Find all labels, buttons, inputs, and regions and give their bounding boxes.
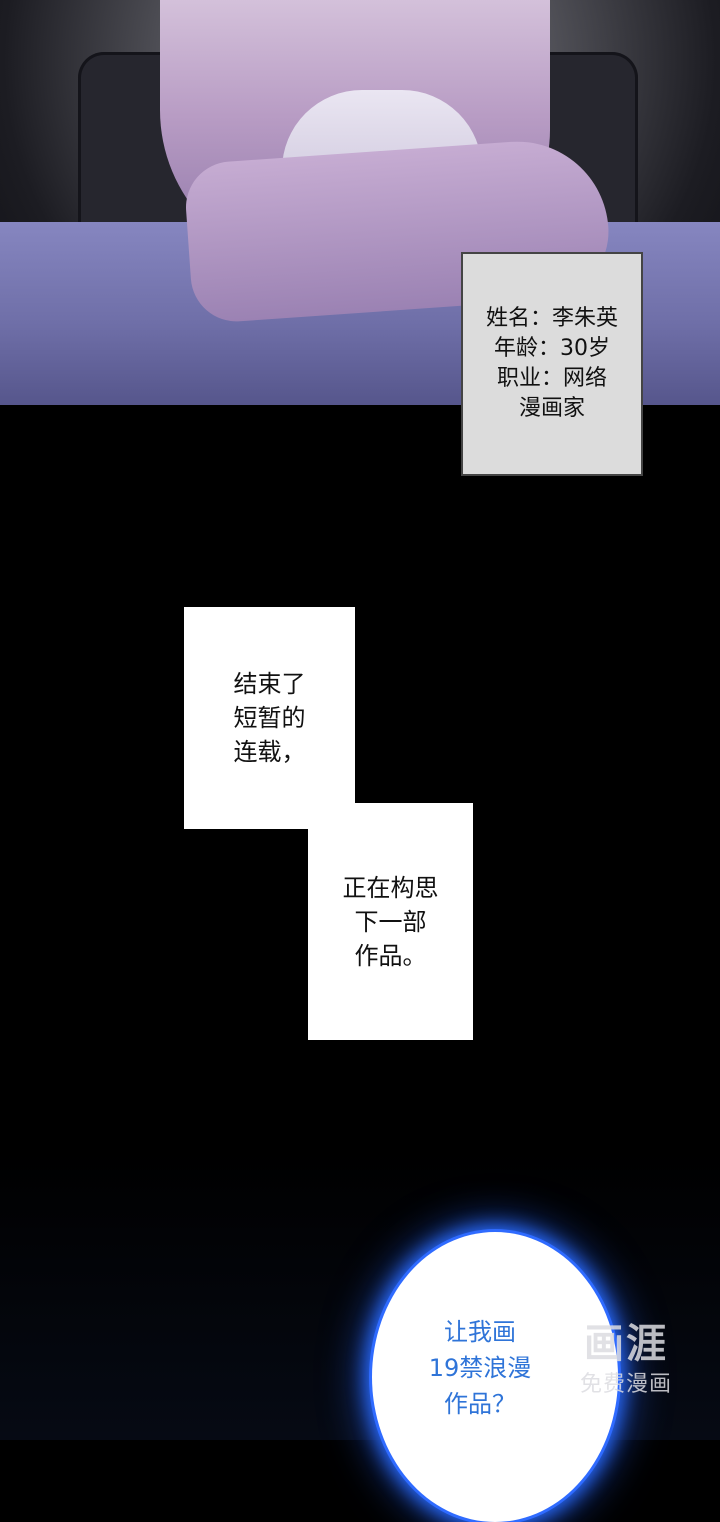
speech-line: 作品？ bbox=[443, 1390, 516, 1418]
info-line: 漫画家 bbox=[518, 396, 585, 421]
narration-line: 短暂的 bbox=[233, 704, 306, 732]
character-info-box: 姓名：李朱英 年龄：30岁 职业：网络 漫画家 bbox=[461, 252, 643, 476]
narration-line: 正在构思 bbox=[342, 873, 439, 902]
speech-line: 19禁浪漫 bbox=[428, 1354, 532, 1382]
narration-line: 作品。 bbox=[354, 941, 427, 970]
watermark-logo: 画涯 免费漫画 bbox=[566, 1318, 686, 1418]
watermark-title: 画涯 bbox=[584, 1321, 668, 1367]
narration-line: 下一部 bbox=[354, 907, 427, 936]
narration-box-2: 正在构思 下一部 作品。 bbox=[308, 803, 473, 1040]
speech-line: 让我画 bbox=[443, 1318, 516, 1346]
narration-box-1: 结束了 短暂的 连载， bbox=[184, 607, 355, 829]
narration-line: 结束了 bbox=[233, 670, 306, 698]
office-panel bbox=[0, 0, 720, 405]
watermark-subtitle: 免费漫画 bbox=[579, 1372, 672, 1397]
info-line: 职业：网络 bbox=[496, 366, 607, 391]
narration-line: 连载， bbox=[233, 738, 306, 766]
info-line: 姓名：李朱英 bbox=[485, 306, 618, 331]
info-line: 年龄：30岁 bbox=[493, 336, 610, 361]
